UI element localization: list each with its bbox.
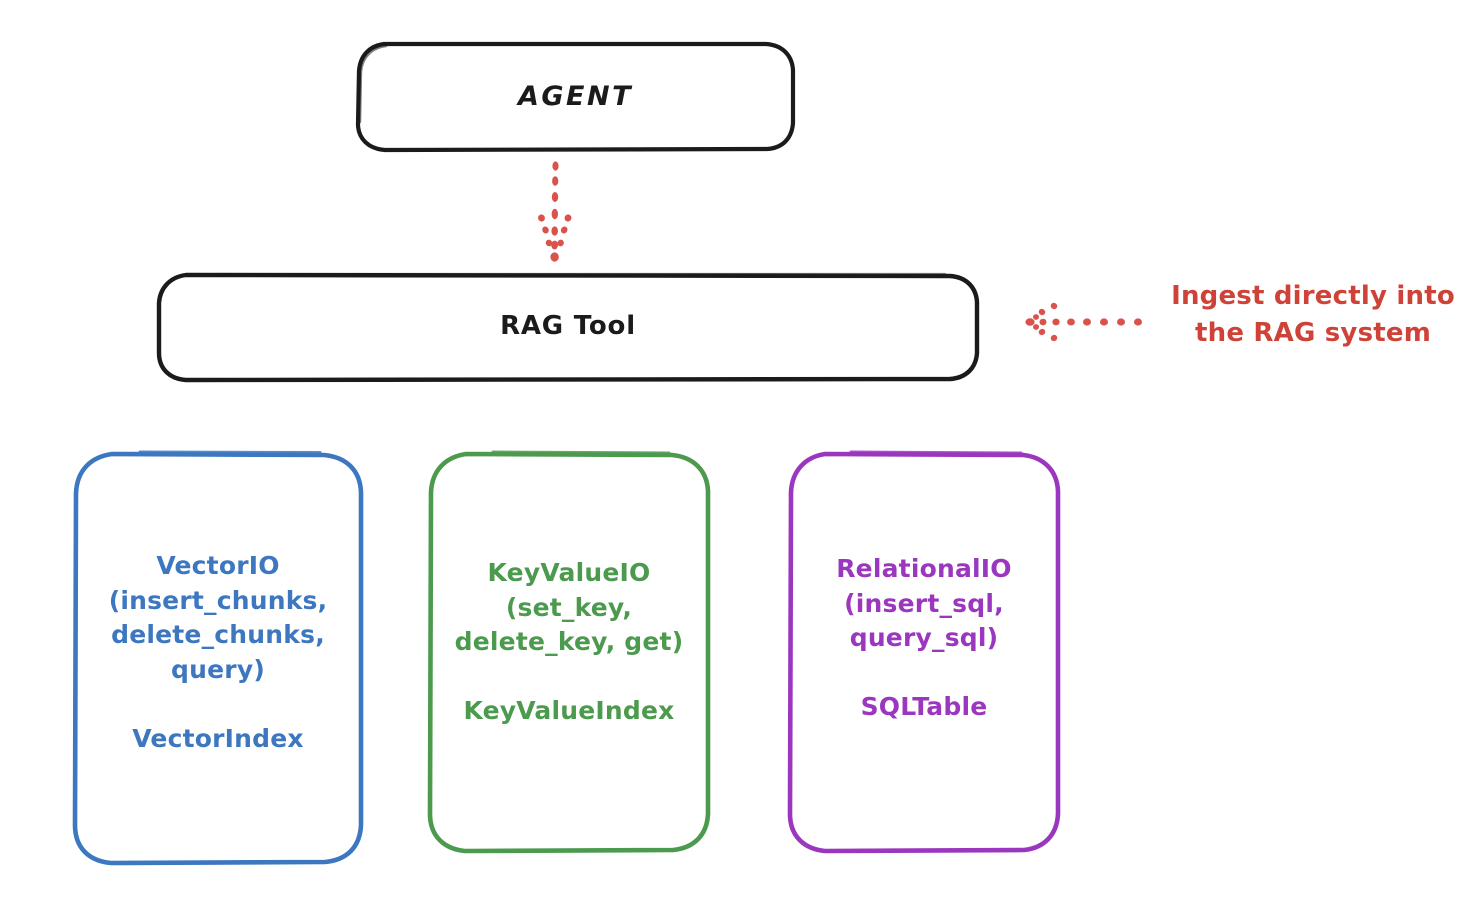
agent-to-rag-tool-arrow	[538, 161, 572, 262]
agent-node[interactable]: AGENT	[355, 40, 796, 153]
rag-tool-label: RAG Tool	[500, 311, 636, 342]
rag-tool-node[interactable]: RAG Tool	[155, 271, 981, 383]
ingest-annotation-text: Ingest directly into the RAG system	[1171, 281, 1455, 348]
key-value-io-node[interactable]: KeyValueIO (set_key, delete_key, get) Ke…	[425, 449, 713, 856]
vector-io-node[interactable]: VectorIO (insert_chunks, delete_chunks, …	[70, 449, 366, 868]
key-value-io-label: KeyValueIO (set_key, delete_key, get) Ke…	[454, 558, 684, 726]
vector-io-label: VectorIO (insert_chunks, delete_chunks, …	[108, 551, 328, 753]
relational-io-label: RelationalIO (insert_sql, query_sql) SQL…	[836, 554, 1012, 722]
agent-label: AGENT	[517, 80, 633, 112]
ingest-annotation-arrow	[1025, 302, 1142, 342]
relational-io-node[interactable]: RelationalIO (insert_sql, query_sql) SQL…	[785, 449, 1063, 856]
